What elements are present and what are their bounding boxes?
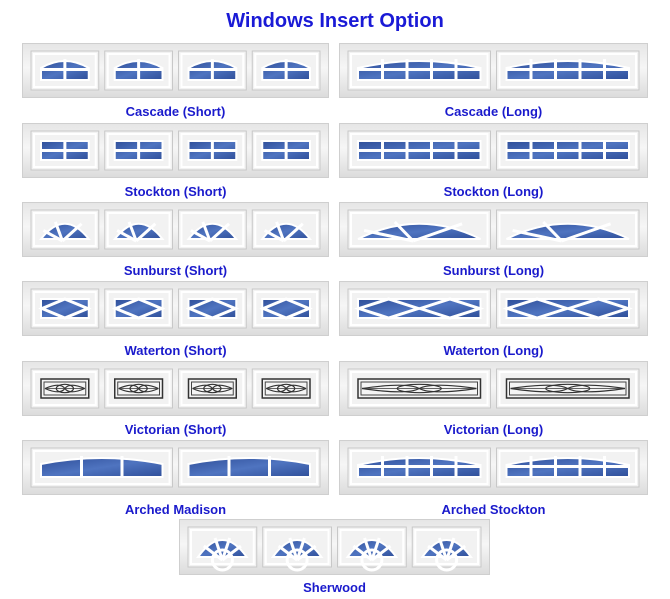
window-panel	[339, 361, 648, 416]
window-panel	[22, 440, 329, 495]
window-panel	[339, 281, 648, 336]
glass-pane	[40, 457, 164, 478]
window-illustration	[30, 368, 321, 409]
window-panel	[22, 202, 329, 257]
option-label: Stockton (Short)	[124, 184, 227, 199]
option-victorian-short[interactable]: Victorian (Short)	[22, 361, 329, 439]
option-label: Waterton (Long)	[443, 343, 544, 358]
glass-pane	[261, 298, 311, 319]
option-label: Cascade (Long)	[444, 104, 543, 119]
glass-pane	[113, 298, 164, 319]
option-sunburst-long[interactable]: Sunburst (Long)	[339, 202, 648, 280]
option-sunburst-short[interactable]: Sunburst (Short)	[22, 202, 329, 280]
option-waterton-long[interactable]: Waterton (Long)	[339, 281, 648, 359]
window-illustration	[30, 50, 321, 91]
window-panel	[22, 281, 329, 336]
option-label: Sherwood	[303, 580, 366, 595]
window-panel	[339, 43, 648, 98]
window-panel	[339, 202, 648, 257]
window-panel	[22, 123, 329, 178]
option-label: Cascade (Short)	[125, 104, 226, 119]
option-label: Victorian (Short)	[124, 422, 227, 437]
option-cascade-long[interactable]: Cascade (Long)	[339, 43, 648, 121]
window-illustration	[347, 209, 640, 250]
window-panel	[339, 440, 648, 495]
option-arched-stockton[interactable]: Arched Stockton	[339, 440, 648, 518]
option-label: Arched Stockton	[441, 502, 546, 517]
window-illustration	[347, 50, 640, 91]
window-illustration	[347, 130, 640, 171]
option-stockton-short[interactable]: Stockton (Short)	[22, 123, 329, 201]
option-stockton-long[interactable]: Stockton (Long)	[339, 123, 648, 201]
window-panel	[339, 123, 648, 178]
option-label: Sunburst (Short)	[123, 263, 228, 278]
window-illustration	[347, 288, 640, 329]
option-victorian-long[interactable]: Victorian (Long)	[339, 361, 648, 439]
window-panel	[179, 519, 490, 575]
option-label: Arched Madison	[124, 502, 227, 517]
window-illustration	[347, 447, 640, 488]
window-illustration	[30, 288, 321, 329]
glass-pane	[40, 298, 90, 319]
option-label: Sunburst (Long)	[442, 263, 545, 278]
window-illustration	[30, 209, 321, 250]
option-waterton-short[interactable]: Waterton (Short)	[22, 281, 329, 359]
window-illustration	[30, 447, 321, 488]
window-panel	[22, 43, 329, 98]
option-arched-madison[interactable]: Arched Madison	[22, 440, 329, 518]
glass-pane	[187, 457, 311, 478]
window-illustration	[347, 368, 640, 409]
option-label: Waterton (Short)	[124, 343, 227, 358]
glass-pane	[187, 298, 238, 319]
option-sherwood[interactable]: Sherwood	[179, 519, 490, 597]
option-label: Victorian (Long)	[443, 422, 544, 437]
window-illustration	[187, 526, 482, 572]
window-section	[347, 209, 491, 250]
window-illustration	[30, 130, 321, 171]
page-title: Windows Insert Option	[226, 10, 444, 32]
option-label: Stockton (Long)	[443, 184, 544, 199]
window-panel	[22, 361, 329, 416]
option-cascade-short[interactable]: Cascade (Short)	[22, 43, 329, 121]
